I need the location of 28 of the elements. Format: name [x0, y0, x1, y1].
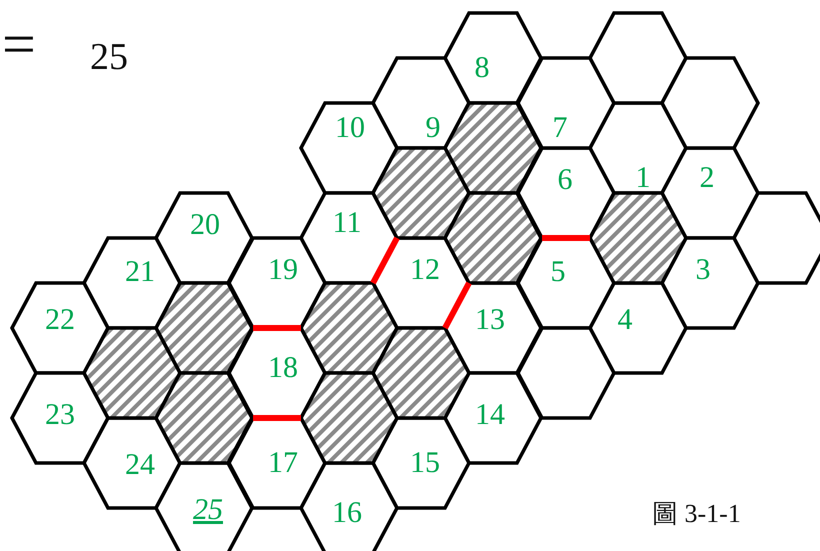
- cell-number: 16: [332, 498, 362, 528]
- cell-number: 24: [125, 450, 155, 480]
- cell-number: 6: [558, 165, 572, 195]
- cell-number: 18: [268, 353, 298, 383]
- cell-number: 3: [696, 255, 710, 285]
- cell-number: 15: [410, 448, 440, 478]
- figure-caption: 圖 3-1-1: [652, 500, 741, 528]
- cell-number: 19: [268, 255, 298, 285]
- cell-number: 1: [636, 163, 650, 193]
- cell-number: 11: [332, 208, 362, 238]
- number-label: 25: [90, 38, 128, 76]
- cell-number: 12: [410, 255, 440, 285]
- equals-sign: =: [2, 14, 36, 74]
- cell-number: 2: [700, 163, 714, 193]
- cell-number: 7: [552, 113, 568, 143]
- cell-number: 22: [45, 305, 75, 335]
- cell-number: 10: [335, 113, 365, 143]
- cell-number: 20: [190, 210, 220, 240]
- cell-number: 9: [426, 113, 440, 143]
- cell-number: 21: [125, 257, 155, 287]
- cell-number: 25: [193, 495, 223, 525]
- cell-number: 5: [550, 257, 566, 287]
- cell-number: 17: [268, 448, 298, 478]
- cell-number: 8: [474, 53, 490, 83]
- cell-number: 14: [475, 400, 505, 430]
- cell-number: 4: [618, 305, 632, 335]
- cell-number: 23: [45, 400, 75, 430]
- cell-number: 13: [475, 305, 505, 335]
